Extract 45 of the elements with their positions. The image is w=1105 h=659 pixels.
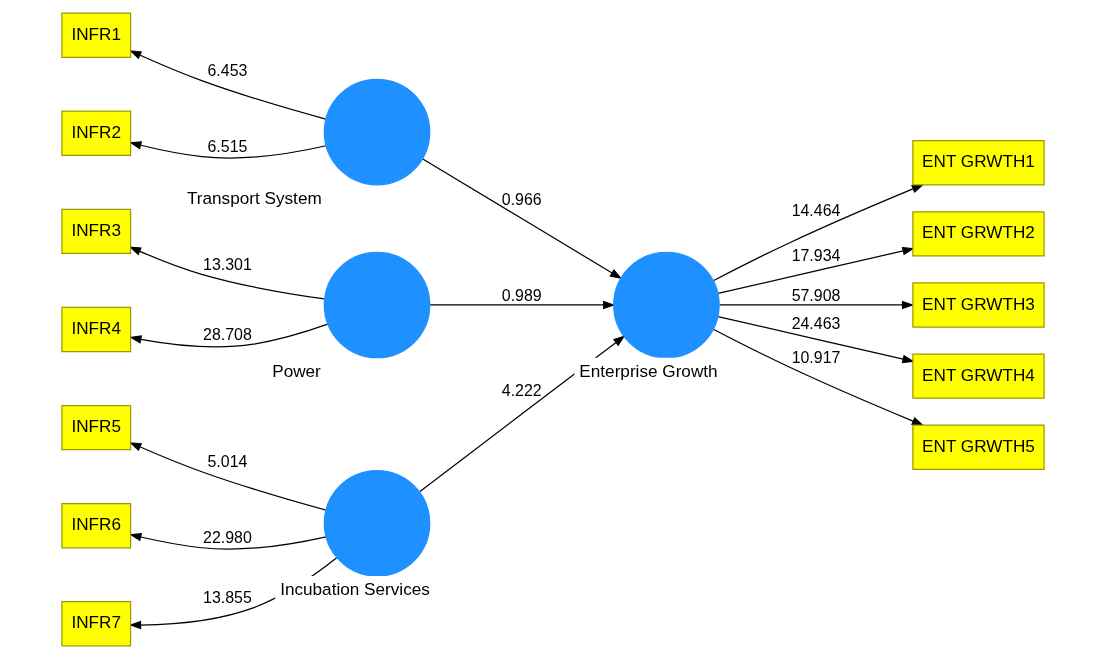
node-box: INFR7	[60, 601, 131, 647]
edge-label: 13.855	[202, 589, 252, 607]
edge-label: 10.917	[791, 349, 840, 367]
edge-label: 24.463	[791, 314, 840, 332]
edge-label: 57.908	[791, 286, 840, 304]
node-box: INFR5	[60, 404, 131, 451]
node-box: INFR1	[60, 12, 131, 58]
node-label: Power	[271, 360, 321, 381]
arrow	[128, 50, 326, 120]
edge-label: 0.989	[501, 286, 542, 304]
node-circle	[323, 251, 430, 359]
node-box: ENT GRWTH5	[911, 424, 1045, 470]
edge-label: 22.980	[202, 529, 252, 547]
edge-label: 6.453	[207, 62, 247, 80]
node-box: INFR4	[60, 306, 131, 353]
node-box: INFR6	[60, 503, 131, 549]
node-circle	[323, 78, 430, 186]
arrow	[418, 335, 625, 493]
arrow	[128, 532, 327, 550]
edge-label: 4.222	[501, 382, 542, 400]
edge-label: 14.464	[791, 201, 840, 219]
node-box: ENT GRWTH4	[911, 353, 1045, 399]
node-label: Enterprise Growth	[578, 360, 718, 381]
arrow	[128, 141, 327, 159]
edge-label: 0.966	[501, 190, 542, 208]
arrow	[128, 442, 326, 511]
edge-label: 28.708	[202, 325, 252, 343]
node-label: Transport System	[186, 188, 322, 209]
arrow	[712, 184, 924, 282]
node-label: Incubation Services	[279, 579, 430, 600]
arrow	[716, 246, 915, 294]
node-box: ENT GRWTH3	[911, 282, 1045, 328]
node-box: ENT GRWTH1	[911, 140, 1045, 186]
arrow	[716, 315, 915, 364]
arrow	[128, 246, 325, 300]
arrow	[718, 300, 914, 310]
arrow	[421, 158, 622, 280]
node-box: INFR3	[60, 208, 131, 255]
edge-label: 6.515	[207, 138, 247, 156]
arrow	[128, 323, 328, 348]
edge-label: 5.014	[207, 453, 247, 471]
node-box: ENT GRWTH2	[911, 211, 1045, 257]
node-box: INFR2	[60, 110, 131, 156]
edge-label: 13.301	[202, 255, 252, 273]
edge-label: 17.934	[791, 247, 840, 265]
